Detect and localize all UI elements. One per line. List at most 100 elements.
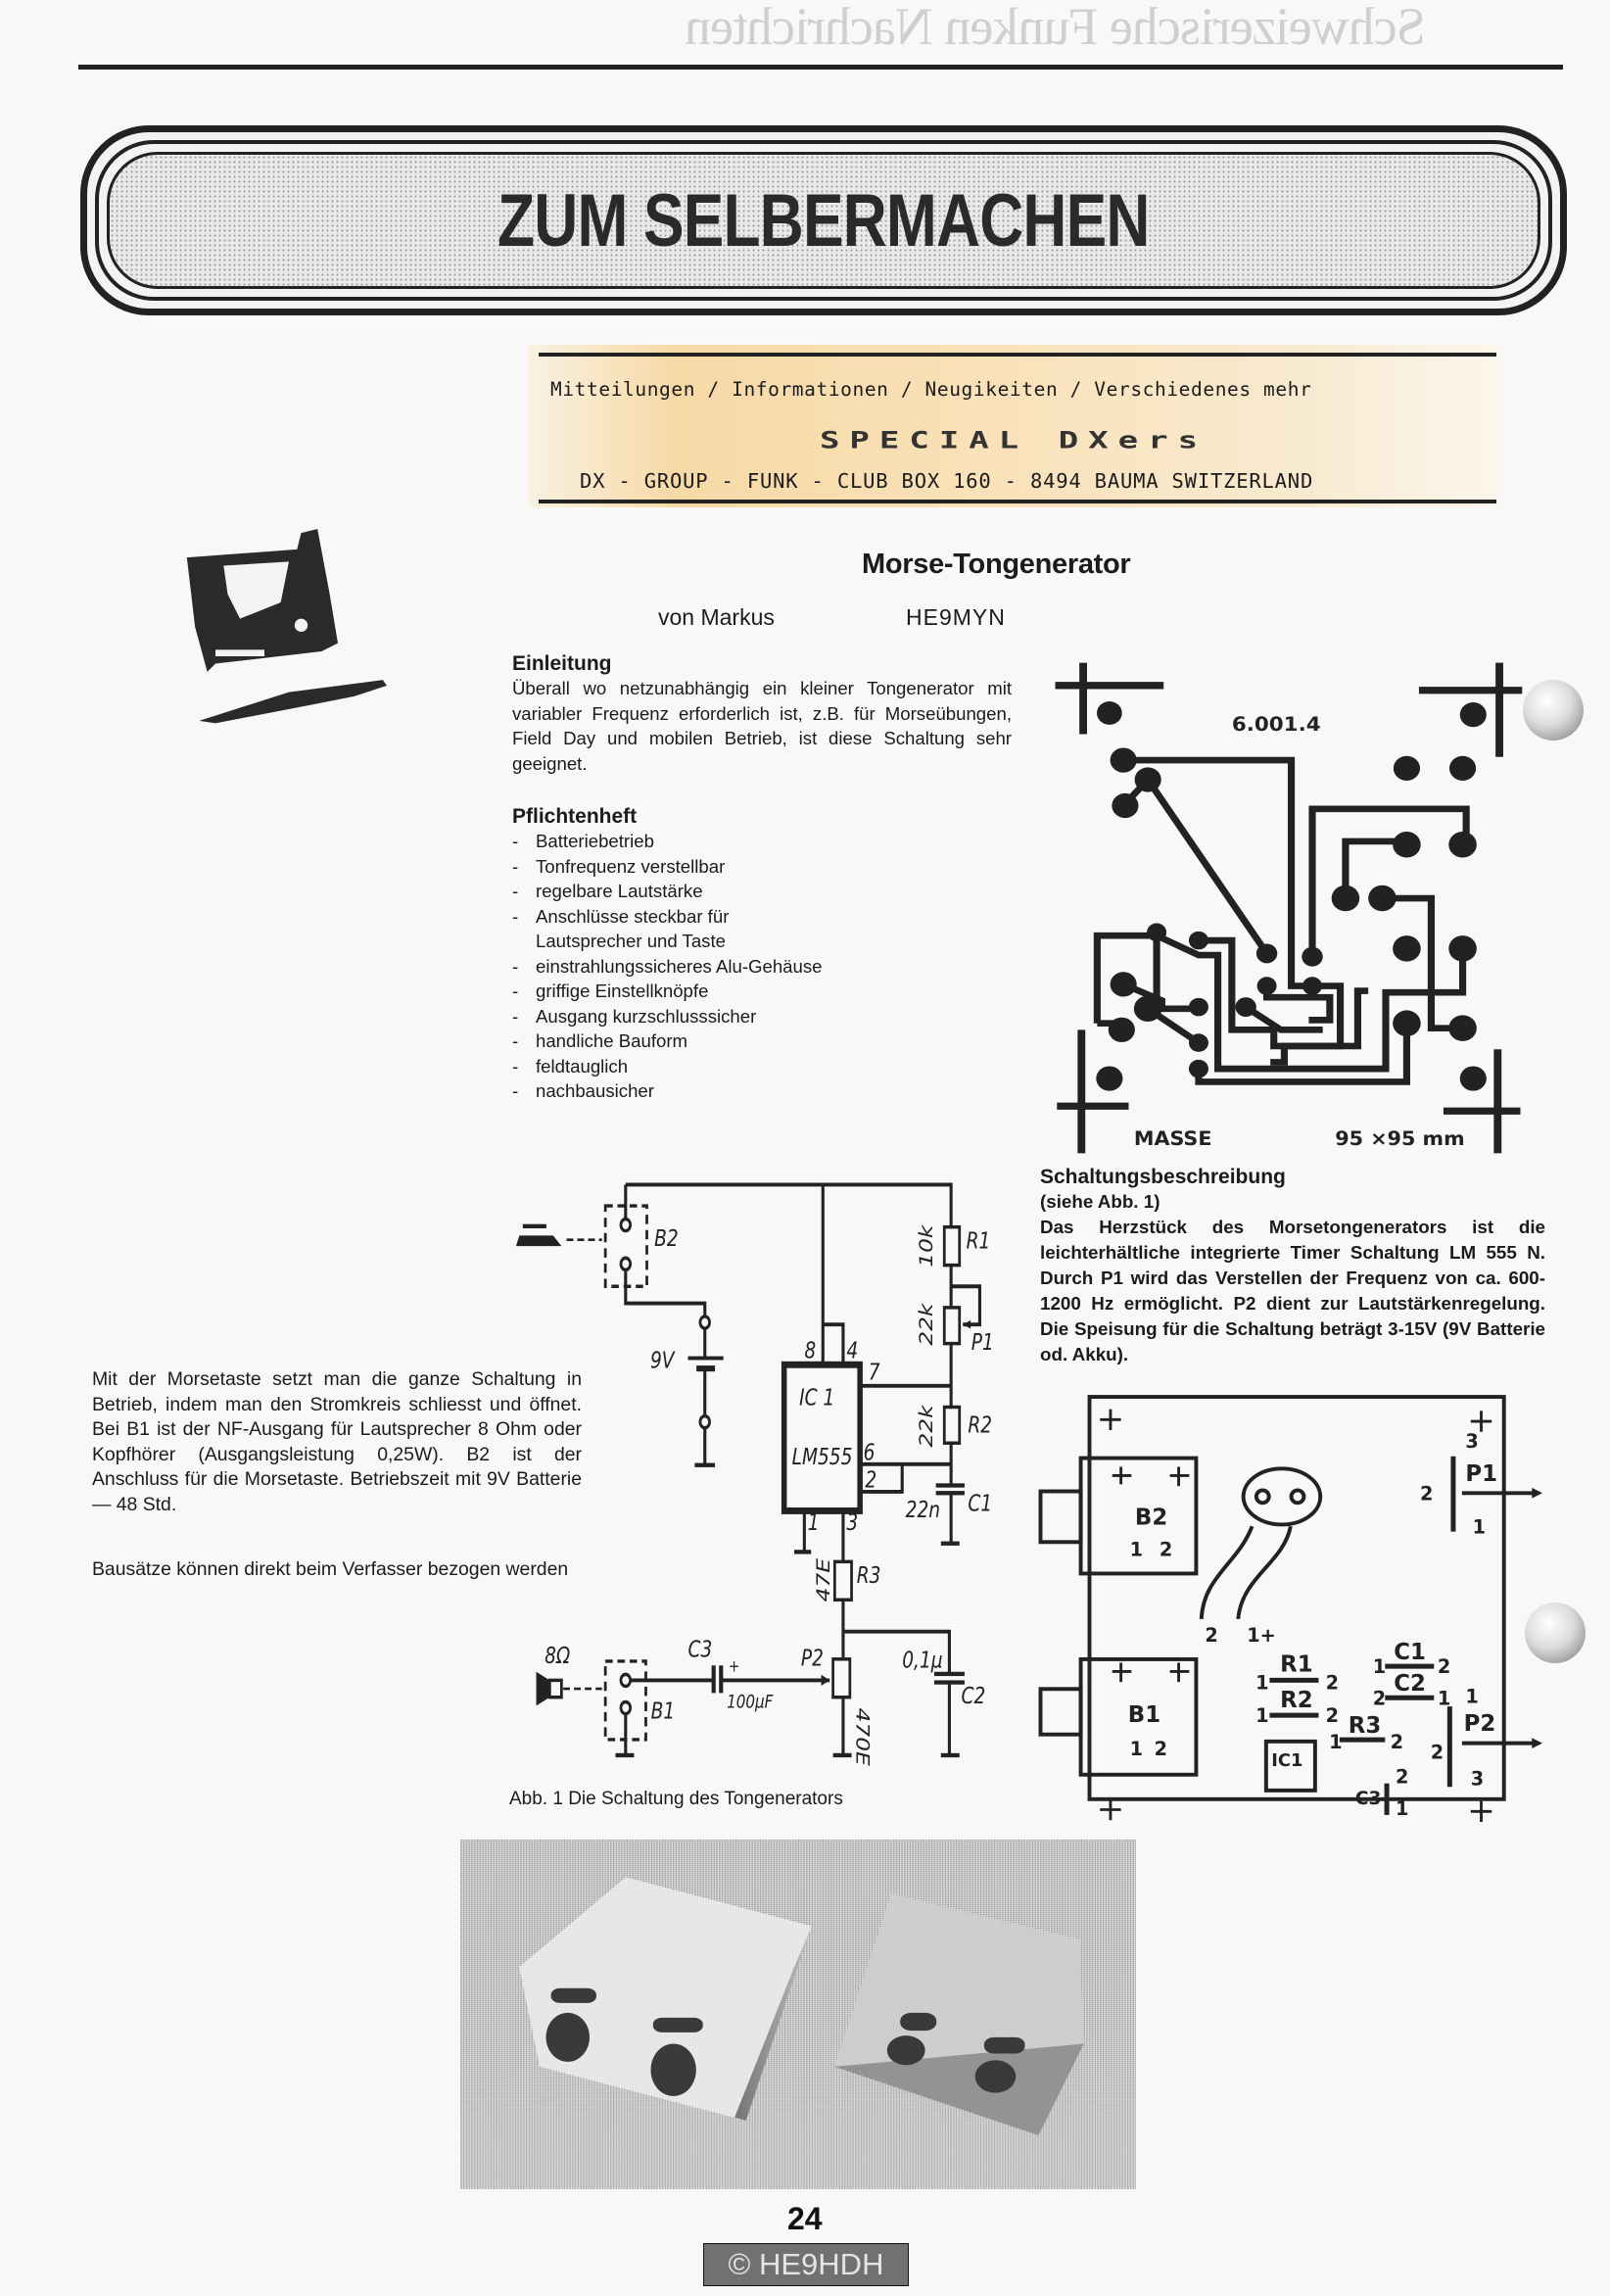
binder-hole xyxy=(1525,1602,1586,1663)
svg-text:2: 2 xyxy=(1326,1671,1339,1694)
label-c2-value: 0,1µ xyxy=(902,1646,942,1673)
author-callsign: HE9MYN xyxy=(906,604,1006,630)
speaker-icon xyxy=(536,1671,550,1706)
label-pin8: 8 xyxy=(804,1337,816,1364)
label-pin1: 1 xyxy=(808,1508,820,1536)
label-r1-value: 10k xyxy=(916,1224,937,1268)
operation-section: Mit der Morsetaste setzt man die ganze S… xyxy=(92,1367,582,1517)
pcb-pads xyxy=(1096,701,1487,1091)
pcb-ground-label: MASSE xyxy=(1134,1127,1212,1150)
layout-c1: C1 xyxy=(1394,1640,1426,1665)
label-p2: P2 xyxy=(801,1644,824,1671)
label-c3: C3 xyxy=(688,1635,713,1662)
circuit-schematic: B2 9V IC 1 LM555 8 4 7 6 2 1 3 R1 P1 R2 … xyxy=(515,1182,994,1767)
intro-section: Einleitung Überall wo netzunabhängig ein… xyxy=(512,652,1012,776)
list-item: -Tonfrequenz verstellbar xyxy=(512,855,726,877)
svg-text:1: 1 xyxy=(1396,1797,1408,1820)
svg-text:1: 1 xyxy=(1438,1687,1450,1709)
club-header-box: Mitteilungen / Informationen / Neugikeit… xyxy=(529,345,1498,507)
label-p2-value: 470E xyxy=(852,1708,874,1767)
svg-text:2: 2 xyxy=(1160,1539,1172,1561)
svg-text:1: 1 xyxy=(1255,1671,1268,1694)
morse-key-icon xyxy=(515,1235,562,1247)
description-section: Schaltungsbeschreibung (siehe Abb. 1) Da… xyxy=(1040,1166,1545,1367)
figure-caption: Abb. 1 Die Schaltung des Tongenerators xyxy=(509,1789,843,1809)
label-pin3: 3 xyxy=(846,1508,858,1536)
label-c1-value: 22n xyxy=(906,1496,940,1523)
layout-b2: B2 xyxy=(1135,1505,1167,1530)
kits-text: Bausätze können direkt beim Verfasser be… xyxy=(92,1558,569,1580)
club-address: DX - GROUP - FUNK - CLUB BOX 160 - 8494 … xyxy=(580,469,1314,493)
binder-hole xyxy=(1523,680,1584,741)
svg-text:1: 1 xyxy=(1473,1515,1486,1538)
label-p1-value: 22k xyxy=(916,1303,937,1346)
list-item: -feldtauglich xyxy=(512,1055,629,1076)
spec-heading: Pflichtenheft xyxy=(512,805,638,828)
label-ic-type: LM555 xyxy=(792,1443,853,1470)
svg-text:1: 1 xyxy=(1329,1731,1342,1753)
label-pin7: 7 xyxy=(869,1358,880,1385)
list-item: -griffige Einstellknöpfe xyxy=(512,981,709,1001)
svg-text:+: + xyxy=(729,1655,740,1676)
label-b1: B1 xyxy=(651,1697,676,1724)
svg-text:2: 2 xyxy=(1155,1738,1167,1760)
intro-text: Überall wo netzunabhängig ein kleiner To… xyxy=(512,678,1012,774)
list-item: -regelbare Lautstärke xyxy=(512,881,703,901)
spec-section: Pflichtenheft -Batteriebetrieb -Tonfrequ… xyxy=(512,805,1021,1104)
description-text: Das Herzstück des Morsetongenerators ist… xyxy=(1040,1217,1545,1364)
divider xyxy=(539,353,1496,357)
svg-text:1: 1 xyxy=(1130,1738,1143,1760)
label-speaker: 8Ω xyxy=(545,1642,570,1669)
label-pin4: 4 xyxy=(846,1337,858,1364)
label-c1: C1 xyxy=(968,1489,992,1516)
article-author: von Markus xyxy=(658,604,775,630)
svg-text:2: 2 xyxy=(1391,1731,1403,1753)
label-r3: R3 xyxy=(857,1561,881,1589)
svg-text:2: 2 xyxy=(1373,1687,1386,1709)
list-item: -einstrahlungssicheres Alu-Gehäuse xyxy=(512,955,823,977)
svg-text:1: 1 xyxy=(1465,1686,1478,1708)
svg-text:2: 2 xyxy=(1431,1742,1444,1764)
pcb-code: 6.001.4 xyxy=(1232,713,1321,736)
list-item: -Anschlüsse steckbar für Lautsprecher un… xyxy=(512,905,730,952)
svg-text:1: 1 xyxy=(1255,1704,1268,1727)
label-r2: R2 xyxy=(968,1411,992,1438)
label-r1: R1 xyxy=(967,1226,991,1254)
label-b2: B2 xyxy=(654,1224,679,1252)
layout-b1: B1 xyxy=(1128,1702,1160,1728)
spec-list: -Batteriebetrieb -Tonfrequenz verstellba… xyxy=(512,829,1021,1104)
mounting-marks xyxy=(1100,1409,1492,1822)
knob-icons xyxy=(545,1987,1025,2096)
bleed-through-header: Schweizerische Funken Nachrichten xyxy=(686,0,1426,56)
svg-text:2: 2 xyxy=(1396,1766,1408,1789)
label-ic: IC 1 xyxy=(799,1383,834,1411)
layout-r1: R1 xyxy=(1280,1651,1313,1677)
layout-r3: R3 xyxy=(1349,1713,1382,1739)
section-title: ZUM SELBERMACHEN xyxy=(497,178,1150,263)
layout-c3: C3 xyxy=(1355,1789,1382,1809)
layout-p2: P2 xyxy=(1464,1711,1496,1737)
layout-p1: P1 xyxy=(1465,1461,1497,1487)
label-pin2: 2 xyxy=(865,1466,876,1494)
layout-r2: R2 xyxy=(1280,1688,1313,1713)
section-banner: ZUM SELBERMACHEN xyxy=(80,125,1567,315)
label-c3-value: 100µF xyxy=(727,1692,774,1713)
layout-c2: C2 xyxy=(1394,1671,1426,1697)
divider xyxy=(539,500,1496,503)
list-item: -handliche Bauform xyxy=(512,1030,688,1051)
layout-ic: IC1 xyxy=(1271,1750,1302,1771)
list-item: -Batteriebetrieb xyxy=(512,831,654,851)
svg-text:2: 2 xyxy=(1438,1655,1450,1678)
kits-section: Bausätze können direkt beim Verfasser be… xyxy=(92,1557,582,1583)
label-pin6: 6 xyxy=(864,1438,876,1465)
svg-text:1+: 1+ xyxy=(1247,1624,1276,1647)
pcb-size: 95 ×95 mm xyxy=(1335,1127,1464,1150)
device-photo xyxy=(460,1840,1136,2189)
label-c2: C2 xyxy=(961,1682,985,1709)
operation-text: Mit der Morsetaste setzt man die ganze S… xyxy=(92,1368,582,1515)
label-battery: 9V xyxy=(650,1347,676,1374)
list-item: -nachbausicher xyxy=(512,1080,654,1101)
club-tagline: Mitteilungen / Informationen / Neugikeit… xyxy=(550,378,1312,401)
label-r2-value: 22k xyxy=(916,1404,937,1447)
